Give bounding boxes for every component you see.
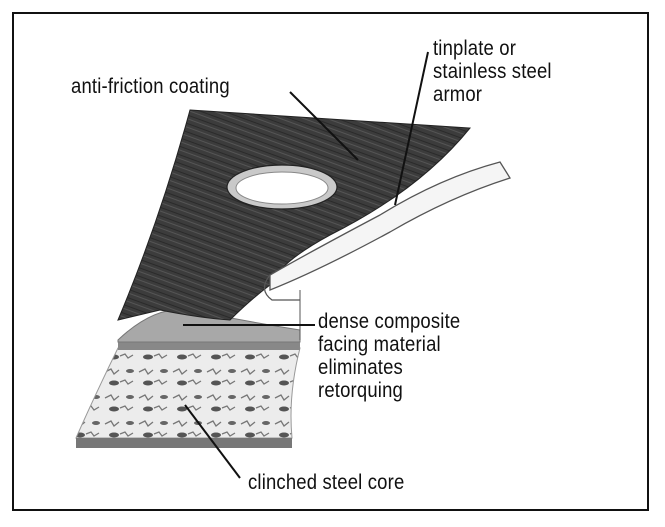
label-anti-friction-coating: anti-friction coating	[71, 76, 230, 98]
label-facing-line3: eliminates	[318, 357, 403, 379]
label-facing-line2: facing material	[318, 334, 441, 356]
label-clinched-steel-core: clinched steel core	[248, 472, 404, 494]
steel-core-layer	[76, 340, 300, 448]
label-armor-line3: armor	[433, 84, 482, 106]
label-facing-line1: dense composite	[318, 311, 460, 333]
label-facing-line4: retorquing	[318, 380, 403, 402]
label-armor-line2: stainless steel	[433, 61, 552, 83]
label-armor-line1: tinplate or	[433, 38, 516, 60]
